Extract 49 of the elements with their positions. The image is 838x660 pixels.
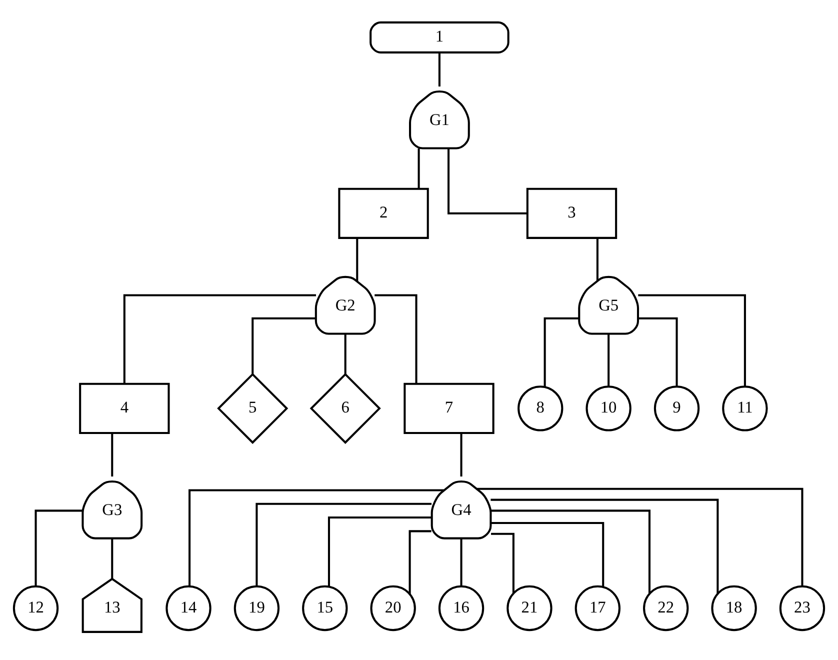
node-circle: 14 <box>166 585 212 632</box>
node-circle: 8 <box>518 386 564 432</box>
node-box: 1 <box>370 21 510 54</box>
connector <box>448 148 528 214</box>
connector <box>476 488 804 586</box>
connector <box>596 238 598 281</box>
connector <box>328 516 432 587</box>
node-circle: 10 <box>586 386 632 432</box>
connector <box>438 52 440 87</box>
node-circle: 21 <box>506 585 552 632</box>
connector <box>111 538 114 579</box>
connector <box>460 538 462 586</box>
connector <box>638 294 746 387</box>
connector <box>408 530 432 594</box>
connector <box>608 334 610 386</box>
node-diamond: 6 <box>310 372 381 444</box>
node-circle: 12 <box>12 585 59 632</box>
connector <box>188 489 444 586</box>
connector <box>111 433 114 477</box>
connector <box>356 238 358 282</box>
node-circle: 16 <box>438 585 484 632</box>
connector <box>344 334 346 374</box>
connector <box>34 510 82 586</box>
node-circle: 23 <box>779 585 826 632</box>
connector <box>490 498 719 594</box>
connector <box>491 522 604 587</box>
node-circle: 18 <box>711 585 757 632</box>
node-box: 7 <box>404 382 494 434</box>
node-box: 2 <box>338 188 429 239</box>
connector <box>491 532 514 594</box>
node-diamond: 5 <box>217 372 288 444</box>
connector <box>491 510 651 594</box>
node-circle: 20 <box>370 585 416 632</box>
node-box: 4 <box>79 382 170 434</box>
connector <box>256 502 432 586</box>
node-circle: 9 <box>654 386 700 432</box>
connector <box>418 148 420 189</box>
node-circle: 19 <box>234 585 280 632</box>
connector <box>638 317 678 386</box>
node-circle: 11 <box>722 386 768 432</box>
node-circle: 17 <box>574 585 620 632</box>
node-circle: 22 <box>643 585 689 632</box>
connector <box>123 294 316 384</box>
node-box: 3 <box>526 188 618 239</box>
node-circle: 15 <box>302 585 348 632</box>
connector <box>544 317 579 387</box>
connector <box>252 317 316 374</box>
connector <box>460 433 462 477</box>
connector <box>374 294 418 384</box>
